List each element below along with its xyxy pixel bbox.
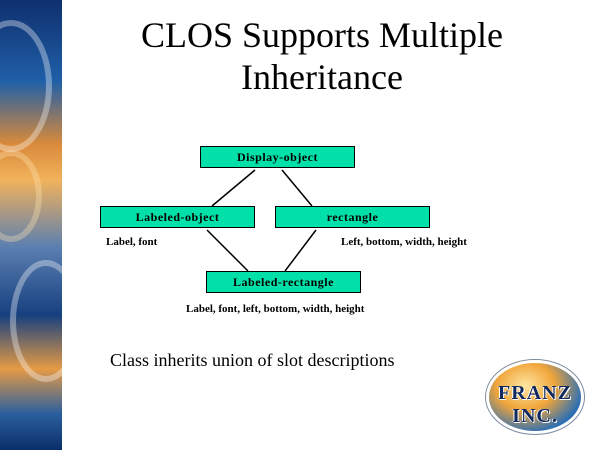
slots-rectangle: Left, bottom, width, height xyxy=(341,236,467,248)
node-labeled-object: Labeled-object xyxy=(100,206,255,228)
slots-labeled-object: Label, font xyxy=(106,236,158,248)
decorative-sidebar xyxy=(0,0,62,450)
logo-text: FRANZ INC. xyxy=(498,382,572,427)
edge-display-to-labeled-object xyxy=(211,169,256,207)
edge-labeled-object-to-labeled-rectangle xyxy=(206,229,249,272)
title-line-1: CLOS Supports Multiple xyxy=(140,15,504,55)
title-line-2: Inheritance xyxy=(241,57,403,97)
edge-rectangle-to-labeled-rectangle xyxy=(284,229,317,272)
slots-labeled-rectangle: Label, font, left, bottom, width, height xyxy=(186,303,365,315)
node-labeled-rectangle: Labeled-rectangle xyxy=(206,271,361,293)
slide-title: CLOS Supports Multiple Inheritance xyxy=(62,14,582,98)
franz-inc-logo: FRANZ INC. xyxy=(486,360,584,434)
node-rectangle: rectangle xyxy=(275,206,430,228)
node-display-object: Display-object xyxy=(200,146,355,168)
caption: Class inherits union of slot description… xyxy=(110,350,395,370)
edge-display-to-rectangle xyxy=(281,169,313,207)
